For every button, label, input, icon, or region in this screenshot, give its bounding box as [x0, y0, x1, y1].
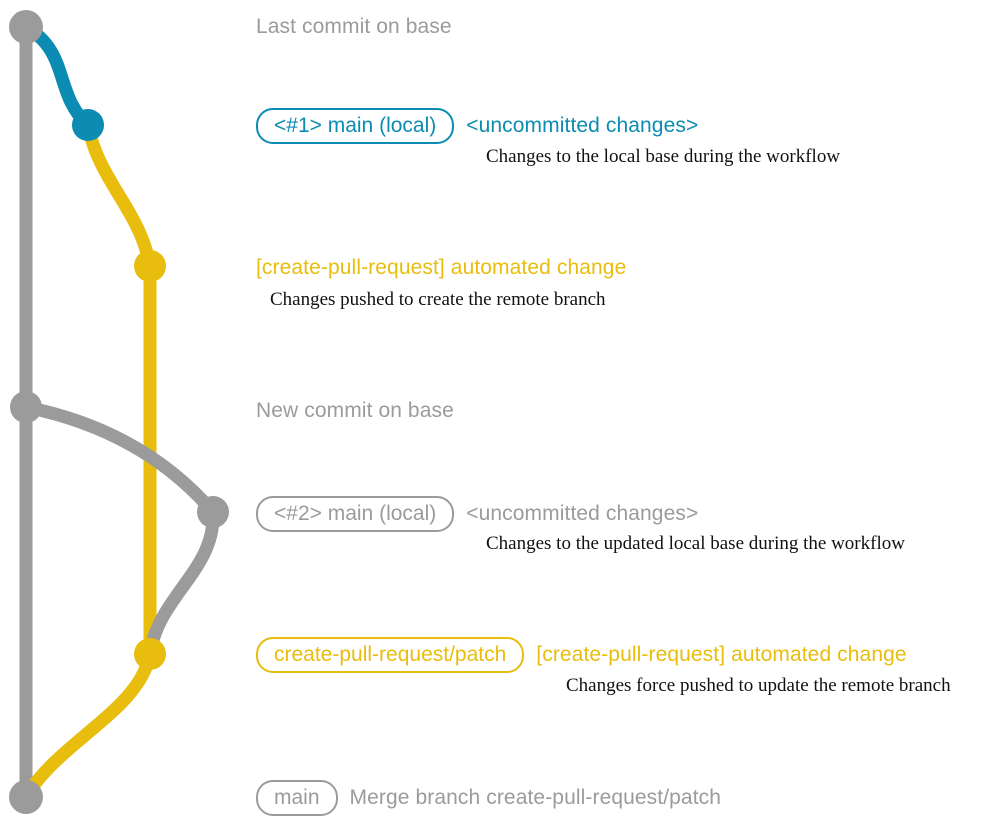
edge-local2-to-remote2	[143, 505, 220, 661]
node-base-new	[10, 391, 42, 423]
node-base-last	[9, 10, 43, 44]
commit-row-remote-1: [create-pull-request] automated change	[256, 253, 626, 283]
branch-badge-remote-2[interactable]: create-pull-request/patch	[256, 637, 525, 673]
commit-title: Last commit on base	[256, 15, 452, 38]
commit-title: Merge branch create-pull-request/patch	[349, 786, 722, 809]
commit-title: [create-pull-request] automated change	[536, 643, 907, 666]
edge-remote2-to-merge	[19, 647, 157, 804]
commit-description: Changes to the updated local base during…	[486, 533, 905, 554]
commit-title: <uncommitted changes>	[466, 502, 699, 525]
edge-base-to-local1	[19, 20, 95, 132]
node-base-merged	[9, 780, 43, 814]
edge-local1-to-remote1	[81, 118, 157, 273]
node-local-1	[72, 109, 104, 141]
commit-description: Changes to the local base during the wor…	[486, 146, 841, 167]
commit-row-base-merged: main Merge branch create-pull-request/pa…	[256, 780, 722, 816]
commit-row-base-new: New commit on base	[256, 396, 454, 426]
branch-badge-local-2[interactable]: <#2> main (local)	[256, 496, 455, 532]
branch-badge-main[interactable]: main	[256, 780, 338, 816]
commit-description: Changes force pushed to update the remot…	[566, 675, 951, 696]
commit-description: Changes pushed to create the remote bran…	[270, 289, 606, 310]
node-remote-2	[134, 638, 166, 670]
commit-title: [create-pull-request] automated change	[256, 256, 627, 279]
node-local-2	[197, 496, 229, 528]
commit-row-local-1: <#1> main (local) <uncommitted changes>	[256, 108, 698, 144]
node-remote-1	[134, 250, 166, 282]
edge-basenew-to-local2	[19, 400, 220, 519]
commit-row-remote-2: create-pull-request/patch [create-pull-r…	[256, 637, 907, 673]
branch-badge-local-1[interactable]: <#1> main (local)	[256, 108, 455, 144]
commit-row-local-2: <#2> main (local) <uncommitted changes>	[256, 496, 698, 532]
commit-title: <uncommitted changes>	[466, 114, 699, 137]
commit-row-base-last: Last commit on base	[256, 12, 452, 42]
commit-title: New commit on base	[256, 399, 454, 422]
commit-nodes	[9, 10, 229, 814]
